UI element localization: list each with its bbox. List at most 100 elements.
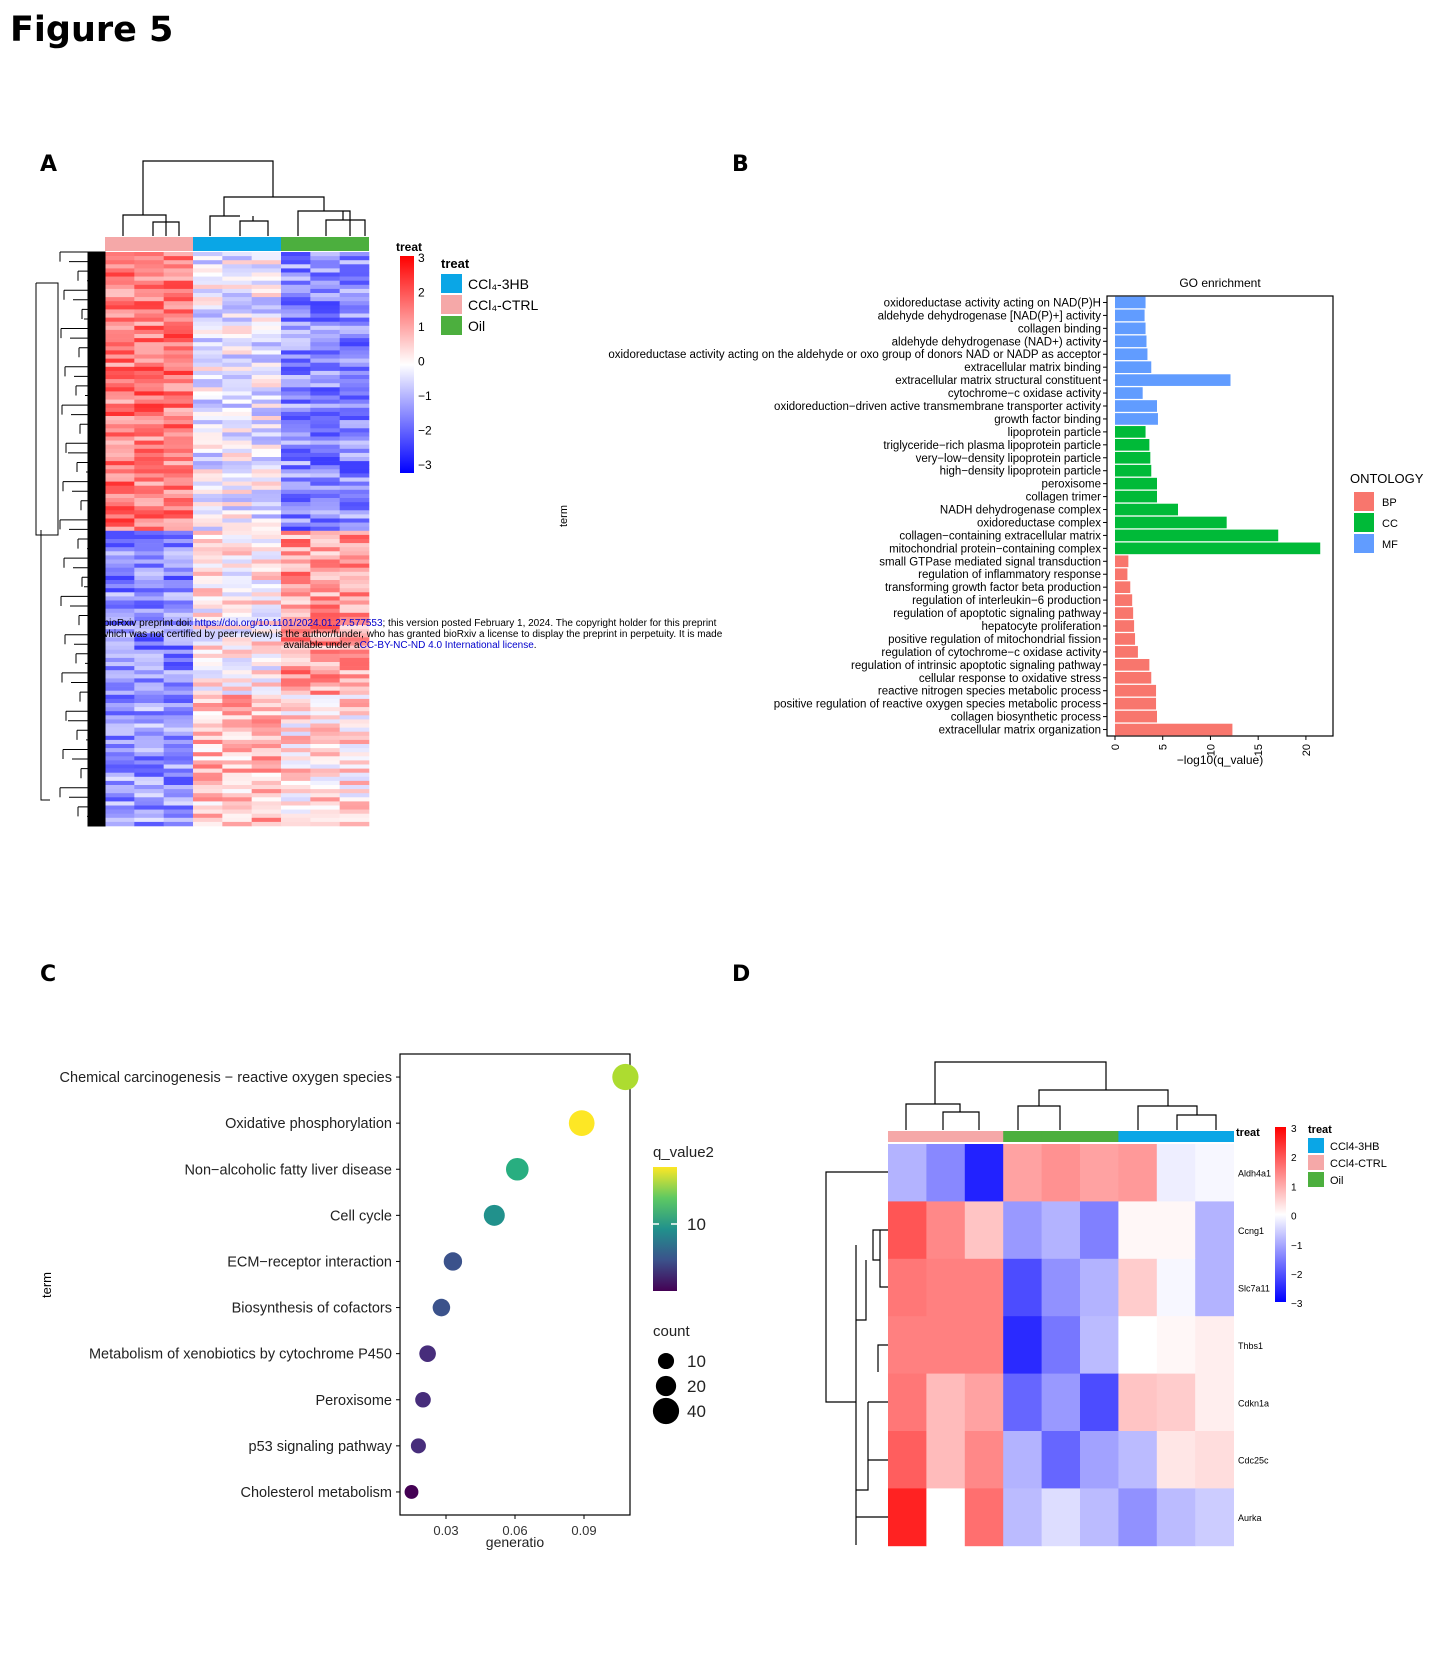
heatmap-cell (251, 338, 282, 343)
gene-labels: Aldh4a1Ccng1Slc7a11Thbs1Cdkn1aCdc25cAurk… (1238, 1169, 1271, 1523)
heatmap-cell (134, 252, 164, 257)
license-link[interactable]: CC-BY-NC-ND 4.0 International license (359, 640, 534, 651)
heatmap-cell (134, 526, 164, 532)
heatmap-cell (339, 399, 370, 404)
heatmap-cell (281, 744, 311, 749)
heatmap-cell (339, 711, 370, 716)
heatmap-cell (339, 703, 370, 708)
heatmap-cell (163, 666, 194, 671)
bar (1115, 529, 1279, 542)
dot (505, 1157, 529, 1181)
heatmap-cell (251, 625, 282, 630)
heatmap-cell (310, 293, 340, 298)
heatmap-cell (222, 772, 252, 778)
heatmap-cell (134, 719, 164, 724)
heatmap-cell (339, 260, 370, 265)
heatmap-cell (163, 539, 194, 544)
heatmap-cell (310, 448, 340, 454)
heatmap-cell (222, 608, 252, 614)
heatmap-cell (251, 629, 282, 634)
heatmap-cell (193, 698, 223, 704)
heatmap-cell (134, 805, 164, 810)
heatmap-cell (339, 575, 370, 581)
heatmap-cell (251, 473, 282, 478)
heatmap-cell (339, 776, 370, 782)
plot-frame (1106, 295, 1334, 737)
heatmap-cell (134, 551, 164, 556)
heatmap-cell (163, 276, 194, 281)
heatmap-cell (281, 313, 311, 318)
heatmap-cell (222, 633, 252, 638)
heatmap-cell (134, 821, 164, 827)
heatmap-cell (193, 559, 223, 564)
heatmap-cell (310, 313, 340, 318)
heatmap-cell (251, 420, 282, 425)
bar (1115, 296, 1146, 309)
heatmap-cell (251, 657, 282, 663)
heatmap-cell (281, 436, 311, 441)
heatmap-cell (281, 260, 311, 265)
heatmap-cell (222, 452, 252, 458)
heatmap-cell (339, 735, 370, 741)
heatmap-cell (193, 567, 223, 573)
heatmap-cell (251, 334, 282, 339)
heatmap-cell (926, 1258, 966, 1317)
legend-label: MF (1382, 539, 1398, 551)
heatmap-cell (105, 600, 135, 605)
heatmap-cell (310, 342, 340, 347)
heatmap-cell (222, 284, 252, 290)
heatmap-cell (193, 280, 223, 286)
heatmap-cell (310, 477, 340, 482)
heatmap-cell (222, 690, 252, 696)
heatmap-cell (193, 555, 223, 560)
heatmap-cell (339, 329, 370, 335)
heatmap-cell (310, 719, 340, 724)
heatmap-cell (251, 719, 282, 724)
heatmap-cell (163, 813, 194, 819)
heatmap-cell (134, 723, 164, 728)
heatmap-cell (1156, 1488, 1196, 1547)
heatmap-cell (281, 297, 311, 302)
heatmap-cell (310, 772, 340, 778)
heatmap-cell (105, 670, 135, 675)
treat-annotation-label-d: treat (1236, 1127, 1260, 1139)
heatmap-cell (163, 723, 194, 728)
dense-leaves (87, 251, 106, 827)
heatmap-cell (281, 821, 311, 827)
heatmap-cell (310, 580, 340, 585)
heatmap-cell (1156, 1431, 1196, 1489)
heatmap-cell (163, 547, 194, 552)
heatmap-cell (193, 727, 223, 732)
heatmap-cell (163, 436, 194, 441)
heatmap-cell (193, 510, 223, 515)
heatmap-cell (105, 805, 135, 810)
heatmap-cell (1195, 1373, 1234, 1432)
heatmap-cell (281, 588, 311, 593)
heatmap-cell (193, 301, 223, 306)
heatmap-cell (134, 313, 164, 318)
heatmap-cell (281, 739, 311, 745)
heatmap-cell (281, 334, 311, 339)
heatmap-cell (163, 801, 194, 806)
heatmap-cell (281, 321, 311, 327)
heatmap-cell (105, 502, 135, 507)
heatmap-cell (339, 584, 370, 589)
y-tick-label: collagen−containing extracellular matrix (899, 530, 1101, 542)
heatmap-cell (281, 580, 311, 585)
heatmap-cell (281, 686, 311, 691)
heatmap-cell (163, 493, 194, 499)
heatmap-cell (134, 362, 164, 368)
heatmap-cell (339, 752, 370, 757)
doi-link[interactable]: https://doi.org/10.1101/2024.01.27.57755… (194, 618, 383, 629)
heatmap-cell (163, 465, 194, 470)
heatmap-cell (310, 592, 340, 597)
heatmap-cell (281, 407, 311, 413)
heatmap-cell (251, 526, 282, 532)
heatmap-cell (193, 375, 223, 380)
heatmap-cell (193, 735, 223, 741)
heatmap-cell (310, 662, 340, 667)
heatmap-cell (105, 498, 135, 503)
heatmap-cell (193, 604, 223, 609)
heatmap-cell (163, 821, 194, 827)
heatmap-cell (251, 424, 282, 429)
